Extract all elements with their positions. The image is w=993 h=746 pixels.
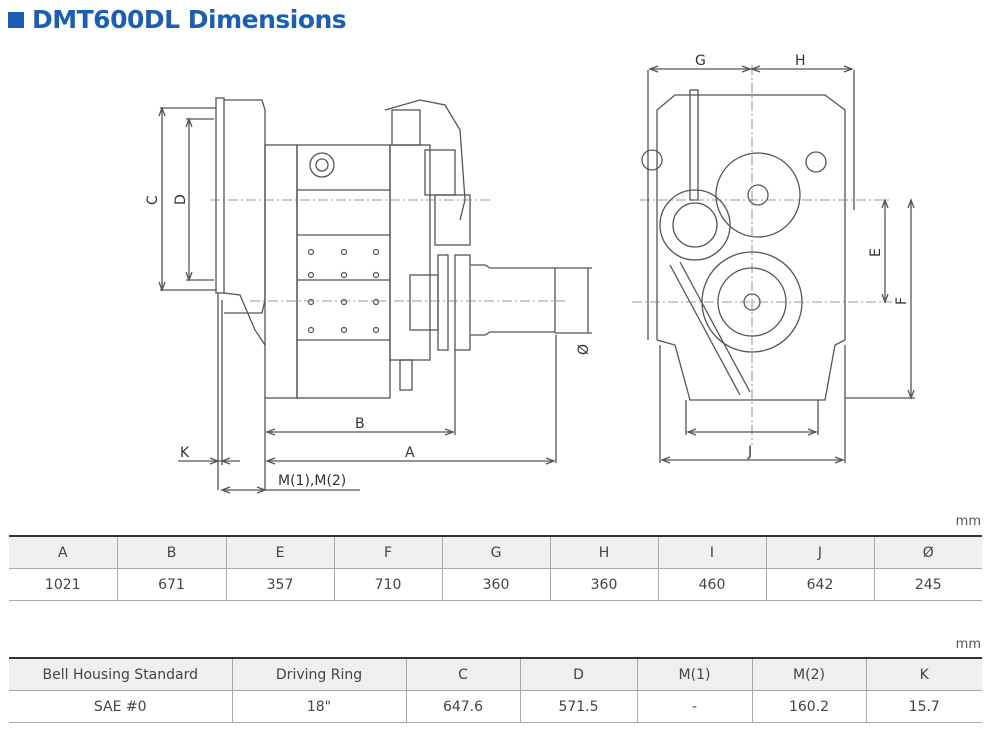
- dim-label-f: F: [894, 297, 910, 305]
- value-cell: 18": [231, 690, 406, 723]
- value-cell: 357: [225, 568, 334, 601]
- table2-unit: mm: [955, 637, 981, 652]
- header-cell: I: [657, 535, 766, 569]
- header-cell: K: [865, 657, 982, 691]
- header-cell: E: [225, 535, 334, 569]
- value-cell: 15.7: [865, 690, 982, 723]
- dim-label-e: E: [868, 248, 884, 257]
- dim-label-h: H: [795, 53, 806, 69]
- bell-housing-table: Bell Housing Standard Driving Ring C D M…: [9, 657, 982, 723]
- dim-label-b: B: [355, 416, 365, 432]
- dimensions-table: A B E F G H I J Ø 1021 671 357 710 360 3…: [9, 535, 982, 601]
- header-cell: H: [549, 535, 658, 569]
- title-bullet-square: [8, 12, 24, 28]
- dimension-drawing: C D B A K M(1),M(2) Ø G H E F J: [145, 53, 915, 494]
- table1-unit: mm: [955, 514, 981, 529]
- table-header-row: A B E F G H I J Ø: [9, 535, 982, 569]
- dim-label-k: K: [180, 445, 190, 461]
- dim-label-c: C: [145, 195, 161, 205]
- value-cell: 460: [657, 568, 766, 601]
- header-cell: G: [441, 535, 550, 569]
- value-cell: 571.5: [519, 690, 637, 723]
- header-cell: Driving Ring: [231, 657, 406, 691]
- table-row: 1021 671 357 710 360 360 460 642 245: [9, 568, 982, 601]
- header-cell: Ø: [873, 535, 982, 569]
- value-cell: 1021: [9, 568, 117, 601]
- value-cell: 642: [765, 568, 874, 601]
- front-view: [632, 65, 915, 464]
- value-cell: 360: [549, 568, 658, 601]
- header-cell: M(2): [751, 657, 866, 691]
- header-cell: B: [116, 535, 226, 569]
- dim-label-a: A: [405, 445, 415, 461]
- header-cell: C: [405, 657, 520, 691]
- table-row: SAE #0 18" 647.6 571.5 - 160.2 15.7: [9, 690, 982, 723]
- header-cell: M(1): [636, 657, 752, 691]
- value-cell: 360: [441, 568, 550, 601]
- page-title-text: DMT600DL Dimensions: [32, 4, 347, 34]
- page-title: DMT600DL Dimensions: [8, 2, 347, 36]
- header-cell: F: [333, 535, 442, 569]
- value-cell: -: [636, 690, 752, 723]
- dim-label-j: J: [747, 444, 752, 460]
- value-cell: SAE #0: [9, 690, 232, 723]
- header-cell: D: [519, 657, 637, 691]
- side-view: [158, 97, 592, 494]
- dim-label-g: G: [695, 53, 706, 69]
- value-cell: 160.2: [751, 690, 866, 723]
- dim-label-diameter: Ø: [576, 344, 592, 355]
- value-cell: 647.6: [405, 690, 520, 723]
- value-cell: 671: [116, 568, 226, 601]
- value-cell: 710: [333, 568, 442, 601]
- header-cell: Bell Housing Standard: [9, 657, 232, 691]
- dim-label-m: M(1),M(2): [278, 473, 346, 489]
- header-cell: J: [765, 535, 874, 569]
- table-header-row: Bell Housing Standard Driving Ring C D M…: [9, 657, 982, 691]
- dim-label-d: D: [173, 194, 189, 205]
- value-cell: 245: [873, 568, 982, 601]
- header-cell: A: [9, 535, 117, 569]
